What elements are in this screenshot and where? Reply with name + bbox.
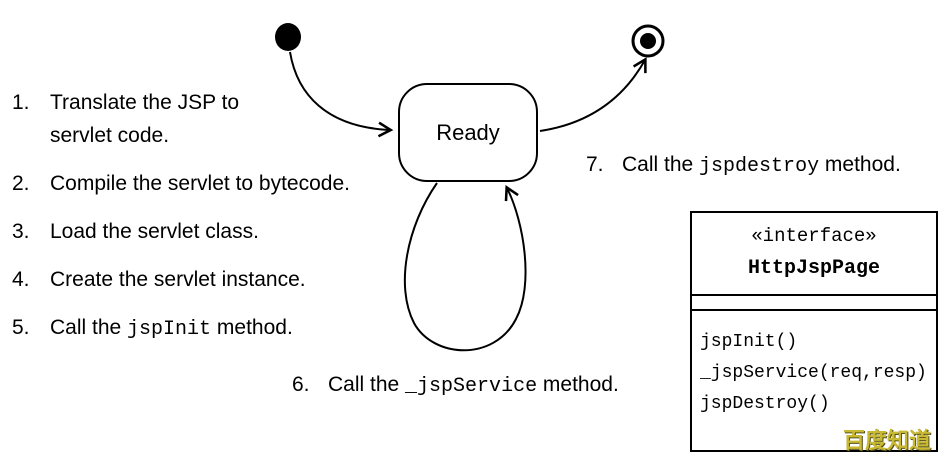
step-5-text-pre: Call the bbox=[50, 316, 128, 339]
step-3-number: 3. bbox=[12, 220, 30, 243]
step-1-text: Translate the JSP to servlet code. bbox=[50, 86, 239, 154]
step-5-text-post: method. bbox=[211, 316, 293, 339]
step-4: 4. Create the servlet instance. bbox=[12, 263, 432, 298]
step-6-text-post: method. bbox=[537, 373, 619, 396]
interface-name: HttpJspPage bbox=[747, 257, 881, 280]
step-3: 3. Load the servlet class. bbox=[12, 215, 432, 250]
initial-state-node bbox=[275, 23, 301, 51]
step-3-text: Load the servlet class. bbox=[50, 215, 259, 250]
step-3-text-pre: Load the servlet class. bbox=[50, 220, 259, 243]
step-7-text: Call the jspdestroy method. bbox=[622, 150, 901, 182]
interface-method: jspDestroy() bbox=[700, 394, 830, 414]
step-7: 7. Call the jspdestroy method. bbox=[586, 150, 901, 182]
step-2: 2. Compile the servlet to bytecode. bbox=[12, 167, 432, 202]
step-7-text-code: jspdestroy bbox=[699, 155, 820, 178]
step-6-number: 6. bbox=[292, 373, 310, 396]
transition-initial-to-ready bbox=[289, 51, 394, 138]
interface-class-box: «interface» HttpJspPage jspInit() _jspSe… bbox=[690, 211, 938, 452]
step-7-text-pre: Call the bbox=[622, 153, 700, 176]
step-7-text-post: method. bbox=[819, 153, 901, 176]
step-1: 1. Translate the JSP to servlet code. bbox=[12, 86, 432, 154]
transition-ready-to-final bbox=[539, 57, 647, 132]
step-6: 6. Call the _jspService method. bbox=[292, 370, 619, 402]
lifecycle-steps-list: 1. Translate the JSP to servlet code. 2.… bbox=[12, 86, 432, 359]
step-4-number: 4. bbox=[12, 268, 30, 291]
watermark: 百度知道 bbox=[843, 428, 932, 453]
step-2-text: Compile the servlet to bytecode. bbox=[50, 167, 350, 202]
step-6-text: Call the _jspService method. bbox=[328, 370, 619, 402]
step-5-number: 5. bbox=[12, 316, 30, 339]
ready-state-label: Ready bbox=[436, 120, 500, 145]
interface-stereotype: «interface» bbox=[751, 225, 877, 247]
step-7-number: 7. bbox=[586, 153, 604, 176]
interface-method: _jspService(req,resp) bbox=[700, 363, 927, 383]
interface-methods-compartment: jspInit() _jspService(req,resp) jspDestr… bbox=[692, 311, 936, 428]
step-5-text-code: jspInit bbox=[127, 318, 212, 341]
step-6-text-pre: Call the bbox=[328, 373, 406, 396]
step-6-text-code: _jspService bbox=[405, 375, 538, 398]
step-1-text-pre: Translate the JSP to servlet code. bbox=[50, 91, 240, 147]
step-2-number: 2. bbox=[12, 172, 30, 195]
step-4-text: Create the servlet instance. bbox=[50, 263, 306, 298]
final-state-inner-dot bbox=[640, 33, 656, 49]
interface-attributes-compartment bbox=[692, 296, 936, 311]
step-5-text: Call the jspInit method. bbox=[50, 311, 293, 346]
interface-method: jspInit() bbox=[700, 332, 798, 352]
step-2-text-pre: Compile the servlet to bytecode. bbox=[50, 172, 350, 195]
interface-box-header: «interface» HttpJspPage bbox=[692, 213, 936, 296]
step-1-number: 1. bbox=[12, 91, 30, 114]
step-5: 5. Call the jspInit method. bbox=[12, 311, 432, 346]
step-4-text-pre: Create the servlet instance. bbox=[50, 268, 306, 291]
ready-state-box bbox=[398, 83, 538, 182]
self-transition-loop bbox=[403, 182, 527, 352]
